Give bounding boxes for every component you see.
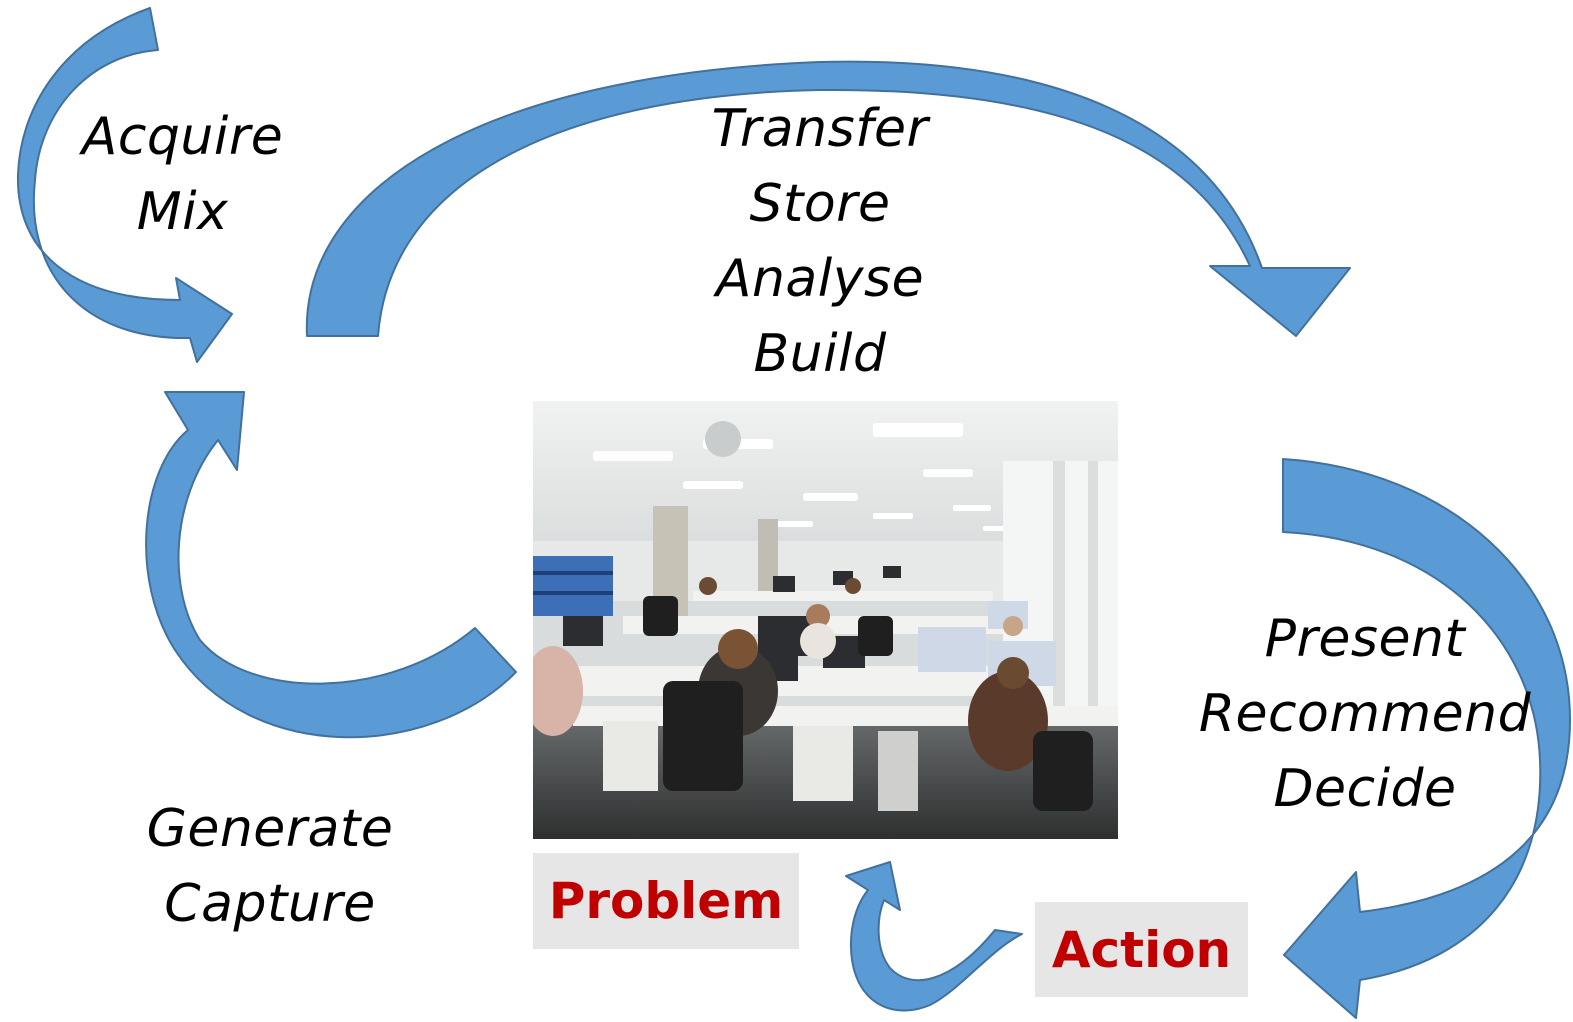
office-photo (533, 401, 1118, 839)
arrow-transfer (305, 60, 1351, 337)
arrow-action-loop (845, 861, 1023, 1012)
arrow-present (1282, 458, 1571, 1019)
label-transfer-store-analyse-build: Transfer Store Analyse Build (711, 99, 929, 384)
label-acquire-mix: Acquire Mix (81, 107, 284, 242)
action-label: Action (1035, 902, 1248, 997)
label-present-recommend-decide: Present Recommend Decide (1198, 609, 1532, 819)
arrow-acquire-loop (16, 7, 233, 363)
problem-label: Problem (533, 853, 799, 949)
label-generate-capture: Generate Capture (146, 799, 394, 934)
arrow-generate (145, 391, 517, 739)
